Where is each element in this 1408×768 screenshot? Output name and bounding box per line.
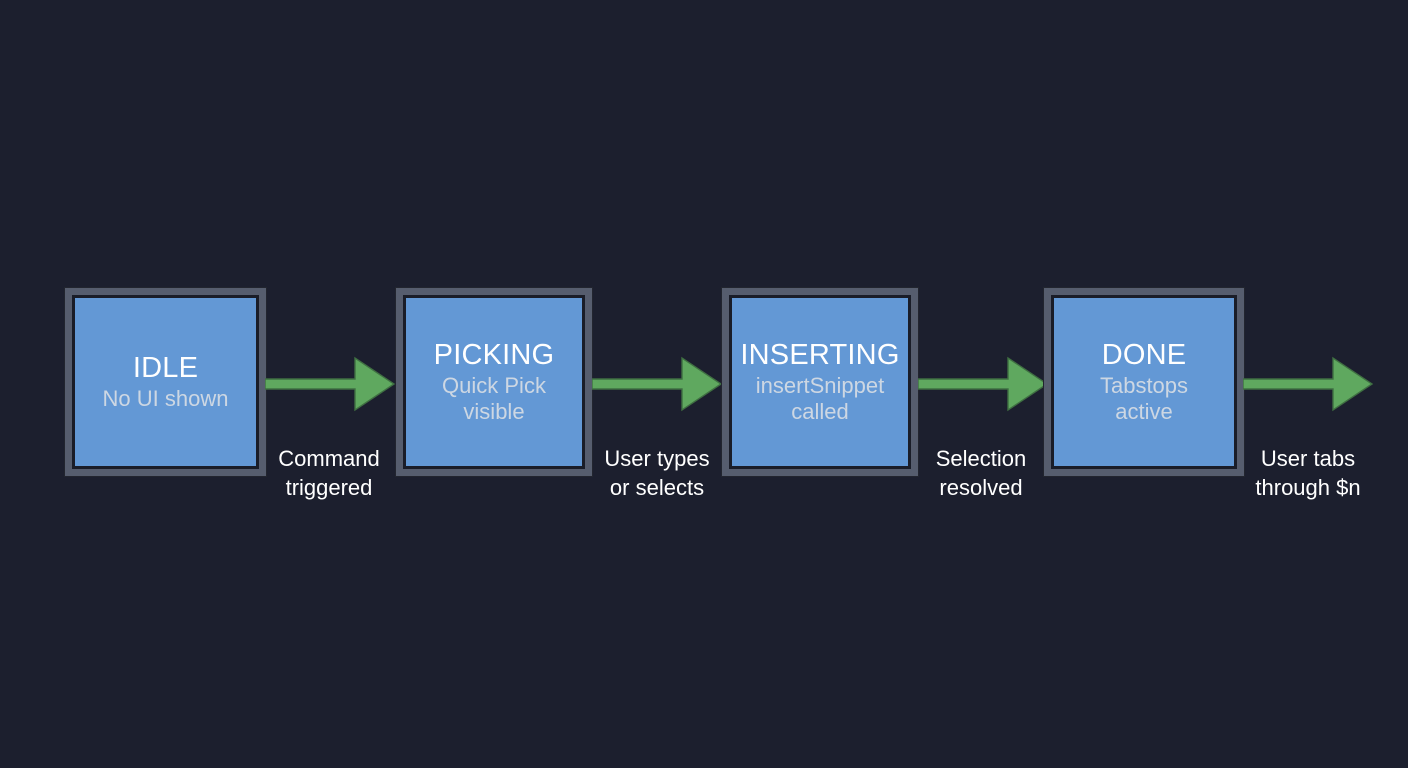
arrow-shape: [265, 356, 396, 412]
state-node-picking-body: PICKING Quick Pick visible: [403, 295, 585, 469]
state-node-idle[interactable]: IDLE No UI shown: [65, 288, 266, 476]
transition-arrow-idle-to-picking: [265, 355, 396, 413]
state-node-picking[interactable]: PICKING Quick Pick visible: [396, 288, 592, 476]
state-node-idle-title: IDLE: [132, 351, 199, 384]
state-node-inserting-subtitle: insertSnippet called: [755, 373, 885, 425]
transition-arrow-done-to-exit: [1243, 355, 1374, 413]
transition-label-picking-to-inserting: User types or selects: [604, 446, 710, 500]
state-node-done-body: DONE Tabstops active: [1051, 295, 1237, 469]
state-node-inserting-body: INSERTING insertSnippet called: [729, 295, 911, 469]
transition-label-done-to-exit: User tabs through $n: [1255, 446, 1361, 500]
transition-arrow-picking-to-inserting: [592, 355, 723, 413]
transition-label-idle-to-picking: Command triggered: [278, 446, 380, 500]
state-node-done[interactable]: DONE Tabstops active: [1044, 288, 1244, 476]
transition-label-inserting-to-done: Selection resolved: [935, 446, 1027, 500]
state-node-done-title: DONE: [1101, 338, 1187, 371]
state-node-picking-title: PICKING: [433, 338, 555, 371]
arrow-shape: [1243, 356, 1374, 412]
state-node-inserting-title: INSERTING: [740, 338, 900, 371]
state-node-inserting[interactable]: INSERTING insertSnippet called: [722, 288, 918, 476]
transition-arrow-inserting-to-done: [918, 355, 1049, 413]
state-node-idle-body: IDLE No UI shown: [72, 295, 259, 469]
arrow-shape: [918, 356, 1049, 412]
state-node-picking-subtitle: Quick Pick visible: [442, 373, 546, 425]
arrow-shape: [592, 356, 723, 412]
state-node-done-subtitle: Tabstops active: [1099, 373, 1189, 425]
state-node-idle-subtitle: No UI shown: [102, 386, 229, 412]
